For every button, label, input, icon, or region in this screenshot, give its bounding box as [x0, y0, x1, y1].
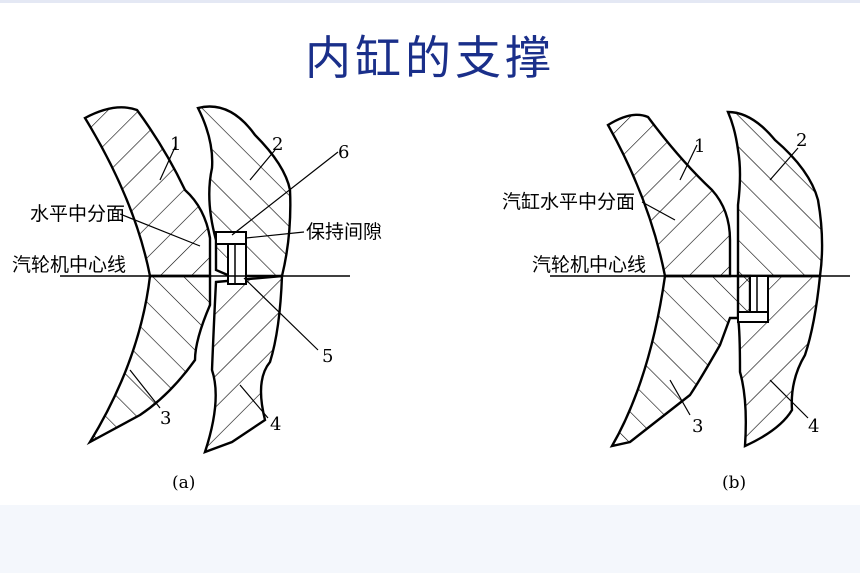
fig-b-label-centerline: 汽轮机中心线 [532, 254, 646, 276]
fig-a-part-1 [83, 106, 212, 278]
top-divider [0, 0, 860, 3]
bottom-band [0, 505, 860, 573]
fig-b-label-horizontal-split: 汽缸水平中分面 [502, 191, 635, 213]
fig-a-part-4 [203, 274, 284, 454]
fig-b-label-3: 3 [692, 416, 703, 437]
fig-b-caption: (b) [722, 473, 746, 493]
fig-a-label-2: 2 [272, 134, 283, 155]
slide-title: 内缸的支撑 [305, 31, 555, 85]
fig-a-label-keep-clearance: 保持间隙 [306, 221, 382, 243]
figure-b: 1 2 汽缸水平中分面 汽轮机中心线 3 4 (b) [502, 110, 850, 493]
title-band [0, 0, 860, 82]
fig-a-label-3: 3 [160, 408, 171, 429]
fig-a-label-horizontal-split: 水平中分面 [30, 203, 125, 225]
fig-b-part-1 [606, 113, 732, 278]
fig-a-caption: (a) [172, 473, 195, 493]
fig-a-part-3 [86, 274, 212, 446]
fig-a-label-centerline: 汽轮机中心线 [12, 254, 126, 276]
fig-b-label-4: 4 [808, 416, 819, 437]
fig-a-label-6: 6 [338, 142, 349, 163]
fig-b-label-1: 1 [694, 136, 705, 157]
fig-a-label-5: 5 [322, 346, 333, 367]
fig-b-part-2 [726, 110, 824, 278]
figure-a: 1 2 6 水平中分面 保持间隙 汽轮机中心线 5 3 4 (a) [12, 105, 382, 493]
fig-b-support-pad [737, 311, 769, 323]
fig-a-label-1: 1 [170, 134, 181, 155]
fig-a-label-4: 4 [270, 414, 281, 435]
fig-b-label-2: 2 [796, 130, 807, 151]
fig-a-support-pad [215, 231, 247, 245]
fig-a-support-key [227, 243, 247, 285]
fig-b-part-3 [609, 274, 752, 448]
